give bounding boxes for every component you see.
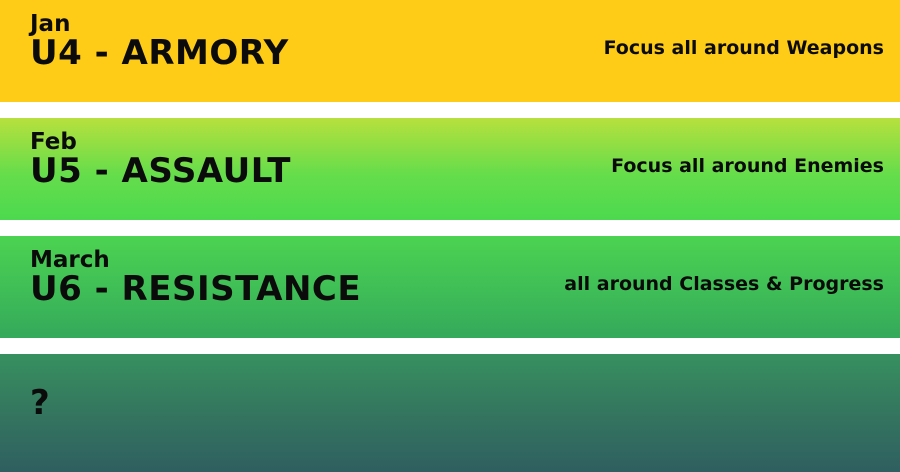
update-title-unknown: ? xyxy=(30,383,50,423)
update-banner-u4: Jan U4 - ARMORY Focus all around Weapons xyxy=(0,0,900,102)
update-title: U5 - ASSAULT xyxy=(30,151,291,191)
update-title: U6 - RESISTANCE xyxy=(30,269,362,309)
update-month: Feb xyxy=(30,129,77,155)
update-month: March xyxy=(30,247,110,273)
update-banner-unknown: ? xyxy=(0,354,900,472)
update-description: all around Classes & Progress xyxy=(564,273,884,295)
update-description: Focus all around Enemies xyxy=(611,155,884,177)
update-banner-u5: Feb U5 - ASSAULT Focus all around Enemie… xyxy=(0,118,900,220)
update-banner-u6: March U6 - RESISTANCE all around Classes… xyxy=(0,236,900,338)
update-description: Focus all around Weapons xyxy=(603,37,884,59)
update-title: U4 - ARMORY xyxy=(30,33,289,73)
update-month: Jan xyxy=(30,11,71,37)
